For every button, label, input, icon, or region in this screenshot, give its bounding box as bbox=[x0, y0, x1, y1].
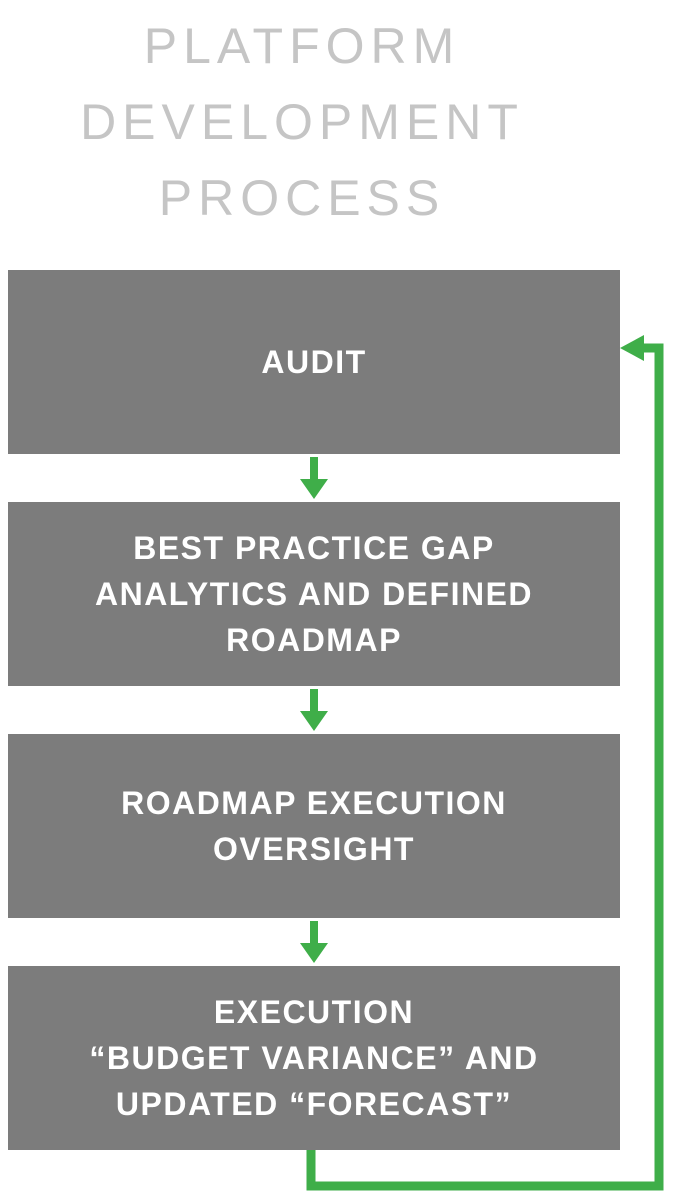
step-connector bbox=[8, 686, 620, 734]
process-step-label: BEST PRACTICE GAP ANALYTICS AND DEFINED … bbox=[94, 530, 534, 658]
process-step-execution: EXECUTION “BUDGET VARIANCE” AND UPDATED … bbox=[8, 966, 620, 1150]
process-step-label: ROADMAP EXECUTION OVERSIGHT bbox=[121, 785, 507, 867]
down-arrow-icon bbox=[300, 689, 328, 731]
diagram-title: PLATFORM DEVELOPMENT PROCESS bbox=[80, 18, 524, 226]
step-connector bbox=[8, 918, 620, 966]
process-step-label: EXECUTION “BUDGET VARIANCE” AND UPDATED … bbox=[89, 994, 539, 1122]
down-arrow-icon bbox=[300, 921, 328, 963]
process-step-audit: AUDIT bbox=[8, 270, 620, 454]
process-step-label: AUDIT bbox=[261, 344, 367, 380]
step-connector bbox=[8, 454, 620, 502]
process-step-gap-analytics: BEST PRACTICE GAP ANALYTICS AND DEFINED … bbox=[8, 502, 620, 686]
process-flow: AUDIT BEST PRACTICE GAP ANALYTICS AND DE… bbox=[8, 270, 620, 1150]
process-step-oversight: ROADMAP EXECUTION OVERSIGHT bbox=[8, 734, 620, 918]
down-arrow-icon bbox=[300, 457, 328, 499]
